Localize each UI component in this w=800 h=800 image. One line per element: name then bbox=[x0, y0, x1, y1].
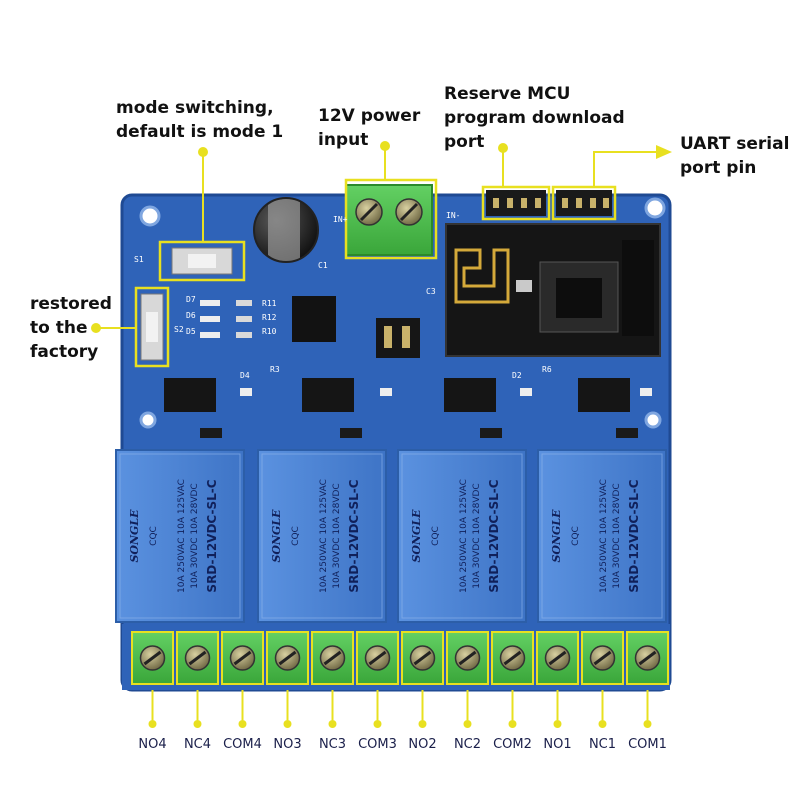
silk-r10: R10 bbox=[262, 327, 277, 336]
terminal-label-no4: NO4 bbox=[138, 737, 167, 752]
electrolytic-capacitor bbox=[253, 197, 319, 263]
terminal-label-no3: NO3 bbox=[273, 737, 302, 752]
pcb-components bbox=[164, 296, 652, 438]
terminal-label-nc3: NC3 bbox=[318, 737, 347, 752]
callout-leaders bbox=[91, 141, 672, 333]
relay-cert: CQC bbox=[571, 526, 581, 546]
terminal-nc4 bbox=[176, 631, 219, 728]
mode-switch-callout-text: mode switching, default is mode 1 bbox=[116, 98, 284, 142]
relay-brand: SONGLE bbox=[410, 509, 423, 563]
terminal-no1 bbox=[536, 631, 579, 728]
silk-d6: D6 bbox=[186, 311, 196, 320]
terminal-label-nc1: NC1 bbox=[588, 737, 617, 752]
power-highlight-box bbox=[344, 178, 438, 260]
silk-s2: S2 bbox=[174, 325, 184, 334]
mcu-header-highlight-box bbox=[481, 185, 551, 221]
terminal-no2 bbox=[401, 631, 444, 728]
mcu-port-callout: Reserve MCU program download port bbox=[444, 82, 625, 154]
terminal-label-com2: COM2 bbox=[493, 737, 532, 752]
terminal-label-com1: COM1 bbox=[628, 737, 667, 752]
relay-brand: SONGLE bbox=[550, 509, 563, 563]
silk-c3: C3 bbox=[426, 287, 436, 296]
terminal-com3 bbox=[356, 631, 399, 728]
power-input-callout: 12V power input bbox=[318, 104, 420, 152]
factory-switch-s2 bbox=[134, 286, 170, 368]
mounting-hole bbox=[139, 411, 157, 429]
wifi-module bbox=[445, 223, 661, 357]
silk-c1: C1 bbox=[318, 261, 328, 270]
terminal-com1 bbox=[626, 631, 669, 728]
mounting-hole bbox=[644, 411, 662, 429]
terminal-label-com3: COM3 bbox=[358, 737, 397, 752]
relay-rating-2: 10A 30VDC 10A 28VDC bbox=[190, 483, 200, 588]
terminal-label-no2: NO2 bbox=[408, 737, 437, 752]
uart-callout-text: UART serial port pin bbox=[680, 134, 790, 178]
terminal-label-nc2: NC2 bbox=[453, 737, 482, 752]
relay-brand: SONGLE bbox=[128, 509, 141, 563]
terminal-label-nc4: NC4 bbox=[183, 737, 212, 752]
factory-reset-callout-text: restored to the factory bbox=[30, 294, 112, 362]
silkscreen: S1 S2 IN+ IN- C1 C3 R11 R12 R10 R3 R6 D4… bbox=[134, 211, 552, 380]
mounting-hole bbox=[644, 197, 666, 219]
silk-in-minus: IN- bbox=[446, 211, 460, 220]
silk-d4: D4 bbox=[240, 371, 250, 380]
silk-r11: R11 bbox=[262, 299, 277, 308]
output-terminal-strip bbox=[122, 624, 670, 728]
relay-cert: CQC bbox=[149, 526, 159, 546]
silk-d5: D5 bbox=[186, 327, 196, 336]
relay-model: SRD-12VDC-SL-C bbox=[627, 479, 641, 592]
relay-model: SRD-12VDC-SL-C bbox=[347, 479, 361, 592]
terminal-no3 bbox=[266, 631, 309, 728]
relay-model: SRD-12VDC-SL-C bbox=[487, 479, 501, 592]
terminal-com2 bbox=[491, 631, 534, 728]
terminal-nc2 bbox=[446, 631, 489, 728]
silk-r3: R3 bbox=[270, 365, 280, 374]
terminal-label-no1: NO1 bbox=[543, 737, 572, 752]
relay-rating-2: 10A 30VDC 10A 28VDC bbox=[332, 483, 342, 588]
terminal-no4 bbox=[131, 631, 174, 728]
relay-model: SRD-12VDC-SL-C bbox=[205, 479, 219, 592]
mode-switch-callout: mode switching, default is mode 1 bbox=[116, 96, 283, 144]
silk-d2: D2 bbox=[512, 371, 522, 380]
silk-in-plus: IN+ bbox=[333, 215, 348, 224]
mcu-port-callout-text: Reserve MCU program download port bbox=[444, 84, 625, 152]
terminal-label-com4: COM4 bbox=[223, 737, 262, 752]
silk-r6: R6 bbox=[542, 365, 552, 374]
relay-rating-1: 10A 250VAC 10A 125VAC bbox=[177, 479, 187, 593]
silk-r12: R12 bbox=[262, 313, 277, 322]
uart-pin-header bbox=[551, 185, 617, 221]
relay-rating-1: 10A 250VAC 10A 125VAC bbox=[459, 479, 469, 593]
mode-switch-s1 bbox=[158, 240, 246, 282]
relay-cert: CQC bbox=[431, 526, 441, 546]
factory-reset-callout: restored to the factory bbox=[30, 292, 112, 364]
relay-rating-2: 10A 30VDC 10A 28VDC bbox=[472, 483, 482, 588]
uart-callout: UART serial port pin bbox=[680, 132, 789, 180]
relay-rating-1: 10A 250VAC 10A 125VAC bbox=[599, 479, 609, 593]
silk-s1: S1 bbox=[134, 255, 144, 264]
relay-rating-1: 10A 250VAC 10A 125VAC bbox=[319, 479, 329, 593]
terminal-nc3 bbox=[311, 631, 354, 728]
terminal-nc1 bbox=[581, 631, 624, 728]
relay-cert: CQC bbox=[291, 526, 301, 546]
mounting-hole bbox=[139, 205, 161, 227]
power-terminal-block bbox=[344, 178, 438, 260]
uart-header-highlight-box bbox=[551, 185, 617, 221]
mcu-pin-header bbox=[481, 185, 551, 221]
terminal-com4 bbox=[221, 631, 264, 728]
relay-brand: SONGLE bbox=[270, 509, 283, 563]
silk-d7: D7 bbox=[186, 295, 196, 304]
relay-rating-2: 10A 30VDC 10A 28VDC bbox=[612, 483, 622, 588]
power-input-callout-text: 12V power input bbox=[318, 106, 421, 150]
